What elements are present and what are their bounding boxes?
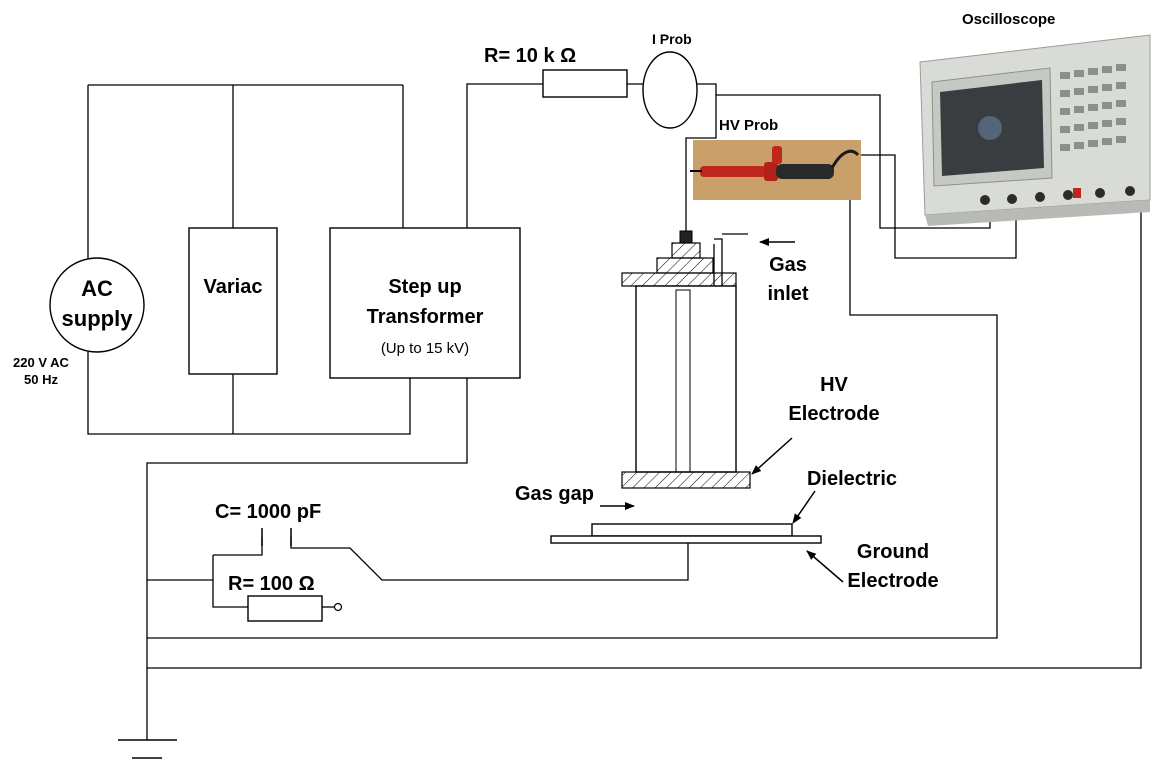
hv-probe-picture <box>690 140 861 200</box>
label-gas-inlet-2: inlet <box>767 283 808 305</box>
dbd-reactor <box>550 230 822 544</box>
label-transformer-rating: (Up to 15 kV) <box>381 340 469 357</box>
wiring <box>87 83 1142 740</box>
label-gas-inlet-1: Gas <box>769 254 807 276</box>
callout-arrows <box>600 238 844 583</box>
oscilloscope-picture <box>919 34 1151 226</box>
label-ground-electrode-2: Electrode <box>847 570 938 592</box>
label-hv-electrode-2: Electrode <box>788 403 879 425</box>
label-transformer-2: Transformer <box>367 306 484 328</box>
capacitor-plates <box>261 528 292 546</box>
ac-supply <box>49 257 145 353</box>
label-current-probe: I Prob <box>652 31 692 47</box>
resistor-100 <box>247 595 343 622</box>
label-hv-probe: HV Prob <box>719 117 778 134</box>
label-resistor-100: R= 100 Ω <box>228 573 315 595</box>
label-hv-electrode-1: HV <box>820 374 848 396</box>
labels: R= 10 k Ω I Prob Oscilloscope HV Prob AC… <box>13 11 1055 595</box>
label-variac: Variac <box>204 276 263 298</box>
label-capacitor: C= 1000 pF <box>215 501 321 523</box>
label-oscilloscope: Oscilloscope <box>962 11 1055 28</box>
label-ac-rating-2: 50 Hz <box>24 372 58 387</box>
label-ac-supply-1: AC <box>81 276 113 301</box>
transformer-box <box>329 227 521 379</box>
variac-box <box>188 227 278 375</box>
ground-symbol <box>118 739 177 759</box>
label-ac-supply-2: supply <box>62 306 134 331</box>
label-resistor-10k: R= 10 k Ω <box>484 45 576 67</box>
resistor-10k <box>542 69 628 98</box>
label-gas-gap: Gas gap <box>515 483 594 505</box>
label-ground-electrode-1: Ground <box>857 541 929 563</box>
label-transformer-1: Step up <box>388 276 461 298</box>
label-dielectric: Dielectric <box>807 468 897 490</box>
current-probe <box>642 51 698 129</box>
label-ac-rating-1: 220 V AC <box>13 355 69 370</box>
